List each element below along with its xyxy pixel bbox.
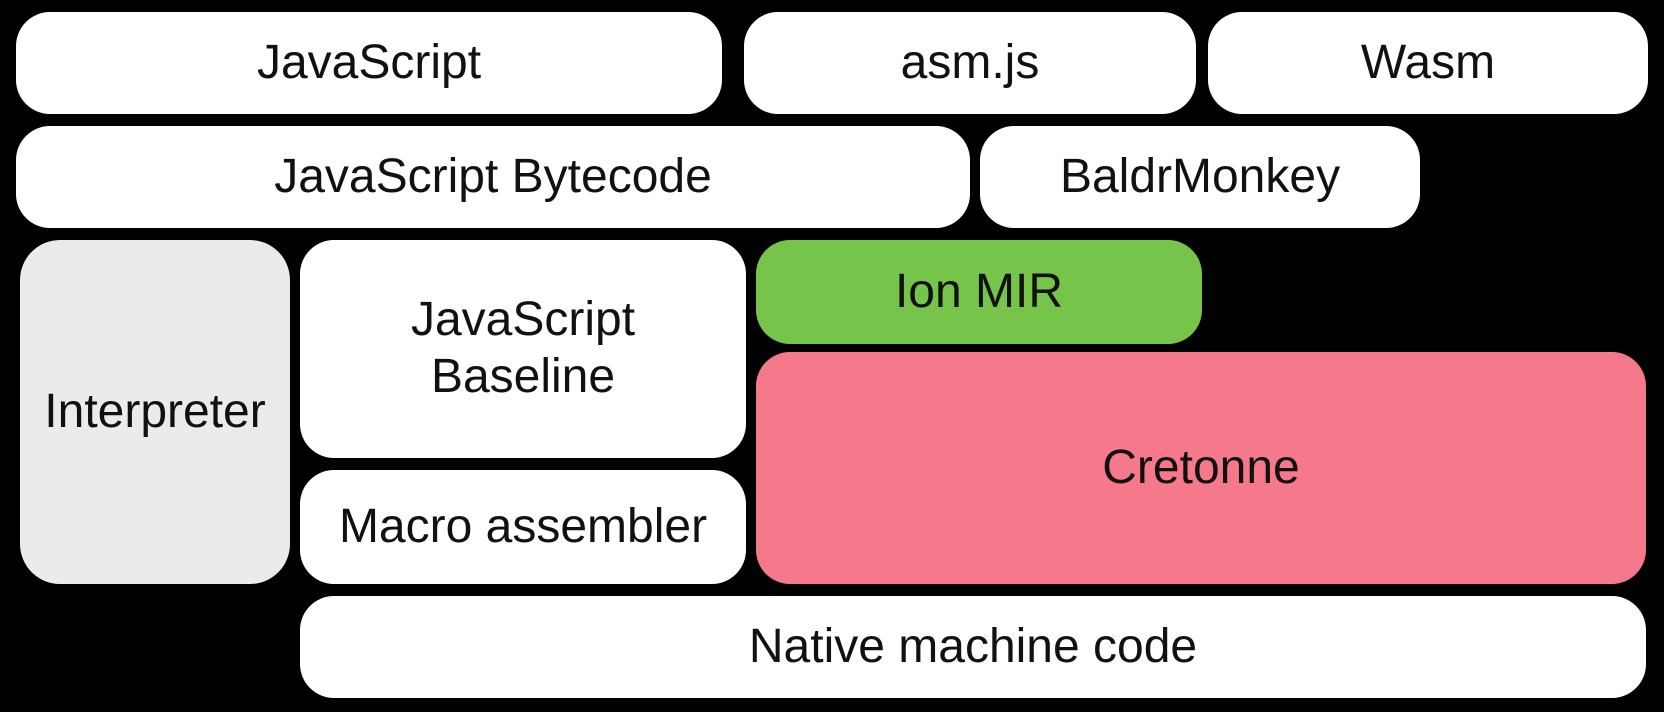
node-javascript-label: JavaScript [256,35,482,89]
node-javascript-bytecode-label: JavaScript Bytecode [274,149,712,203]
node-cretonne-label: Cretonne [1102,440,1300,494]
node-native-machine-code: Native machine code [300,596,1646,698]
node-interpreter-label: Interpreter [44,384,266,438]
node-asmjs: asm.js [744,12,1196,114]
node-javascript: JavaScript [16,12,722,114]
node-macro-assembler-label: Macro assembler [338,499,708,553]
node-javascript-bytecode: JavaScript Bytecode [16,126,970,228]
node-native-machine-code-label: Native machine code [748,619,1198,673]
node-interpreter: Interpreter [20,240,290,584]
node-asmjs-label: asm.js [900,35,1040,89]
node-ion-mir-label: Ion MIR [894,264,1064,318]
node-baldrmonkey: BaldrMonkey [980,126,1420,228]
node-wasm-label: Wasm [1360,35,1496,89]
node-cretonne: Cretonne [756,352,1646,584]
node-baldrmonkey-label: BaldrMonkey [1059,149,1341,203]
node-javascript-baseline: JavaScript Baseline [300,240,746,458]
node-macro-assembler: Macro assembler [300,470,746,584]
node-ion-mir: Ion MIR [756,240,1202,344]
node-wasm: Wasm [1208,12,1648,114]
node-javascript-baseline-label: JavaScript Baseline [410,293,636,403]
